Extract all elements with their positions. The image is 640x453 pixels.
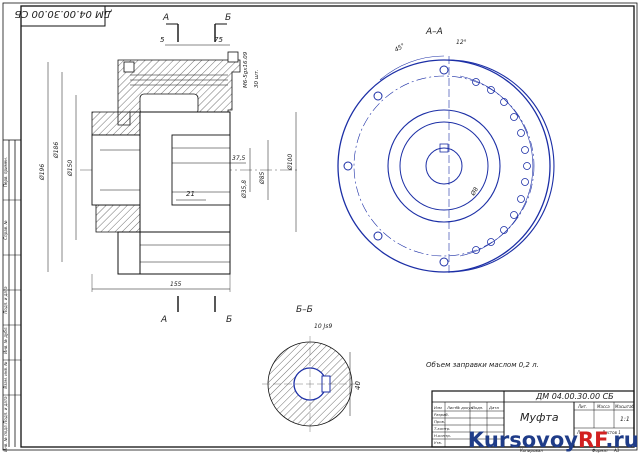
role-prov: Пров. bbox=[434, 419, 445, 424]
dim-bolt-qty: 30 шт. bbox=[254, 69, 260, 88]
dim-angle-12: 12° bbox=[456, 39, 467, 46]
format-value: A3 bbox=[613, 448, 620, 453]
dim-r8: Ø8 bbox=[469, 186, 480, 198]
sheets-label: Листов 1 bbox=[601, 430, 621, 435]
watermark-logo: KursovoyRF.ru bbox=[468, 428, 639, 452]
stamp-label-4: Инв. № дубл. bbox=[3, 326, 8, 353]
format-label: Формат bbox=[592, 448, 609, 453]
dim-40: 40 bbox=[354, 381, 362, 390]
view-bb-label: Б–Б bbox=[296, 305, 313, 315]
section-a-top: А bbox=[162, 13, 169, 23]
hdr-izm: Изм bbox=[434, 405, 442, 410]
dim-dia35: Ø35,8 bbox=[241, 180, 248, 199]
rotated-code-box: ДМ 04.00.30.00 СБ bbox=[14, 5, 113, 27]
dim-key: 10 Js9 bbox=[314, 323, 332, 330]
dim-dia150: Ø150 bbox=[67, 160, 74, 177]
side-stamp: Перв. примен. Справ. № Подп. и дата Инв.… bbox=[3, 139, 21, 452]
watermark-part-a: Kursovoy bbox=[468, 428, 578, 452]
mass-header: Масса bbox=[597, 404, 610, 409]
role-tkontr: Т.контр. bbox=[434, 426, 450, 431]
view-aa-label: А–А bbox=[425, 27, 443, 37]
rotated-doc-code: ДМ 04.00.30.00 СБ bbox=[14, 8, 112, 19]
dim-21: 21 bbox=[186, 190, 195, 198]
title-block: ДМ 04.00.30.00 СБ Муфта Изм Лист № докум… bbox=[431, 390, 635, 453]
scale-value: 1:1 bbox=[620, 416, 630, 423]
watermark-part-c: .ru bbox=[605, 428, 638, 452]
dim-dia196: Ø196 bbox=[39, 164, 46, 181]
inner-frame bbox=[20, 5, 635, 448]
hdr-list: Лист bbox=[446, 405, 457, 410]
hdr-docnum: № докум. bbox=[455, 405, 475, 410]
stamp-label-1: Перв. примен. bbox=[3, 157, 8, 187]
stamp-label-3: Подп. и дата bbox=[3, 286, 8, 314]
hdr-data: Дата bbox=[488, 405, 500, 410]
scale-header: Масштаб bbox=[615, 404, 635, 409]
section-b-top: Б bbox=[225, 13, 231, 23]
dim-dia186: Ø186 bbox=[53, 142, 60, 159]
sheet-label: Лист bbox=[576, 430, 588, 435]
dim-5: 5 bbox=[160, 36, 165, 44]
dim-dia100: Ø100 bbox=[287, 154, 294, 171]
section-a-bottom: А bbox=[160, 315, 167, 325]
dim-37-5: 37,5 bbox=[232, 155, 246, 162]
dim-bolt: М6-5gх16.09 bbox=[243, 51, 249, 88]
watermark-part-b: RF bbox=[578, 428, 607, 452]
oil-note: Объем заправки маслом 0,2 л. bbox=[426, 361, 539, 369]
title-name: Муфта bbox=[520, 411, 559, 424]
hdr-podp: Подп. bbox=[472, 405, 484, 410]
stamp-label-6: Подп. и дата bbox=[3, 396, 8, 424]
view-b-b: Б–Б 10 Js9 40 bbox=[262, 305, 362, 432]
stamp-label-7: Инв. № подл. bbox=[3, 424, 8, 452]
role-utv: Утв. bbox=[434, 440, 442, 445]
role-razrab: Разраб. bbox=[434, 412, 449, 417]
view-a-a: А–А 45° 12° Ø8 bbox=[337, 27, 555, 276]
title-doc-code: ДМ 04.00.30.00 СБ bbox=[535, 392, 614, 401]
lit-header: Лит. bbox=[577, 404, 587, 409]
dim-75: 75 bbox=[214, 36, 223, 44]
dim-155: 155 bbox=[170, 281, 182, 288]
main-section-view: А Б А Б 5 75 М6-5gх16.09 30 шт. bbox=[39, 13, 300, 325]
section-b-bottom: Б bbox=[226, 315, 232, 325]
dim-angle-45: 45° bbox=[394, 42, 407, 53]
dim-dia85: Ø85 bbox=[259, 171, 266, 185]
svg-text:KursovoyRF.ru: KursovoyRF.ru bbox=[468, 428, 639, 452]
stamp-label-5: Взам. инв. № bbox=[3, 361, 8, 388]
stamp-label-2: Справ. № bbox=[3, 220, 8, 239]
role-nkontr: Н.контр. bbox=[434, 433, 451, 438]
copied-label: Копировал bbox=[520, 448, 543, 453]
